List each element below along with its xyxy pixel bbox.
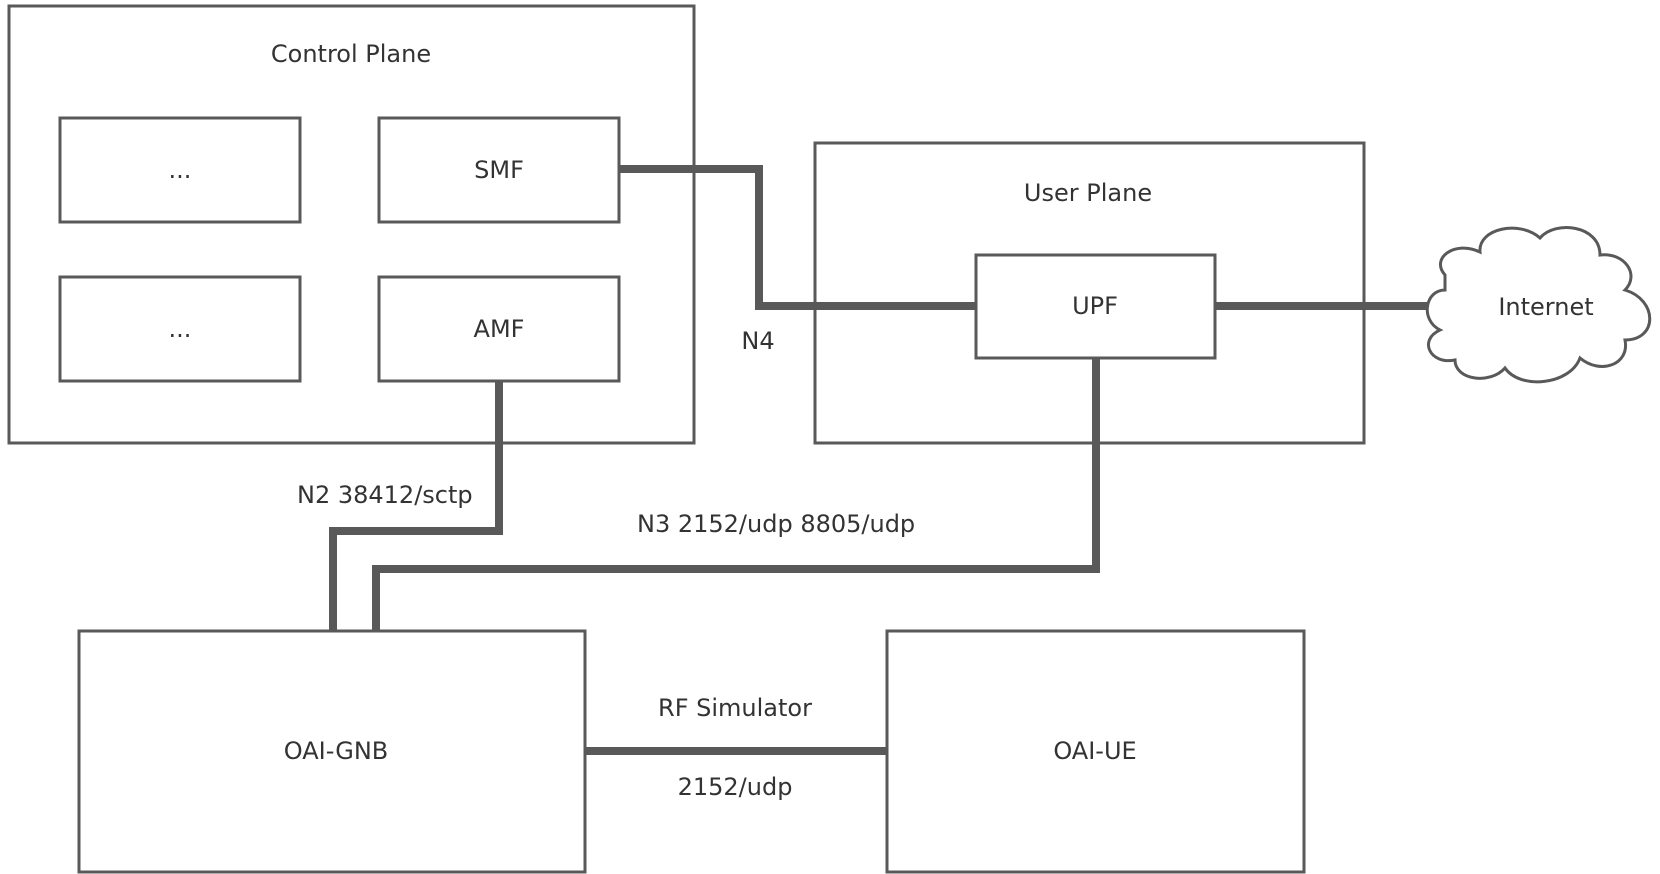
internet-cloud-icon: [1425, 226, 1652, 384]
smf-label: SMF: [474, 156, 524, 184]
cp-placeholder-top-label: ...: [169, 156, 192, 184]
gnb-label: OAI-GNB: [284, 737, 389, 765]
amf-label: AMF: [474, 315, 525, 343]
n4-label: N4: [741, 327, 774, 355]
n2-label: N2 38412/sctp: [297, 481, 473, 509]
user-plane-title: User Plane: [1024, 179, 1152, 207]
cp-placeholder-top-box: [58, 116, 302, 224]
rf-port-label: 2152/udp: [678, 773, 793, 801]
smf-box: [377, 116, 621, 224]
n4-link: [619, 165, 976, 310]
cp-placeholder-bottom-label: ...: [169, 315, 192, 343]
n3-link: [372, 357, 1100, 631]
n2-link: [329, 381, 503, 631]
control-plane-title: Control Plane: [271, 40, 431, 68]
upf-label: UPF: [1072, 292, 1118, 320]
n3-label: N3 2152/udp 8805/udp: [637, 510, 915, 538]
gnb-box: [77, 629, 587, 874]
internet-label: Internet: [1498, 293, 1593, 321]
ue-box: [885, 629, 1306, 874]
ue-label: OAI-UE: [1053, 737, 1136, 765]
cp-placeholder-bottom-box: [58, 275, 302, 383]
control-plane-group: Control Plane ... SMF ... AMF: [7, 4, 696, 445]
rf-simulator-label: RF Simulator: [658, 694, 812, 722]
upf-box: [974, 253, 1217, 360]
